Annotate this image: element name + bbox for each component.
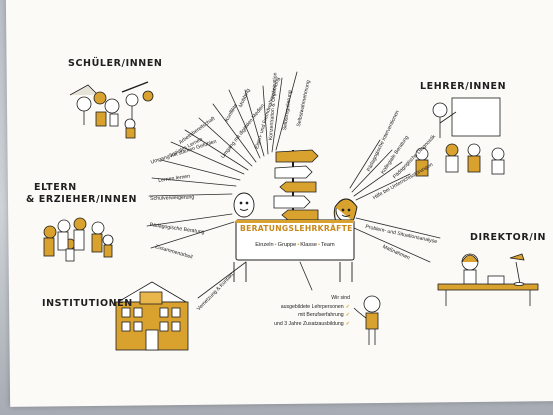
note-line: und 3 Jahre Zusatzausbildung bbox=[274, 320, 344, 327]
presenter-figure bbox=[353, 295, 381, 345]
students-illustration bbox=[69, 81, 154, 139]
check-icon: ✓ bbox=[345, 312, 350, 319]
heading-institutions: INSTITUTIONEN bbox=[42, 298, 133, 309]
note-line: Wir sind bbox=[331, 295, 350, 301]
counselor-figures bbox=[233, 192, 358, 282]
director-illustration bbox=[437, 253, 539, 306]
mode-label: Gruppe bbox=[277, 242, 297, 248]
banner-title: BERATUNGSLEHRKRÄFTE bbox=[240, 224, 353, 233]
check-icon: ✓ bbox=[345, 320, 350, 327]
heading-director: DIREKTOR/IN bbox=[470, 232, 547, 243]
teachers-illustration bbox=[415, 97, 505, 177]
heading-students: SCHÜLER/INNEN bbox=[68, 58, 163, 69]
mode-label: Team bbox=[321, 242, 335, 248]
note-line: ausgebildete Lehrpersonen bbox=[280, 303, 344, 310]
school-building-illustration bbox=[115, 281, 189, 351]
heading-parents-line1: ELTERN bbox=[34, 182, 77, 193]
heading-teachers: LEHRER/INNEN bbox=[420, 81, 507, 92]
banner-modes: Einzeln•Gruppe•Klasse•Team bbox=[255, 242, 335, 248]
check-icon: ✓ bbox=[345, 303, 350, 310]
mode-label: Klasse bbox=[300, 242, 318, 248]
note-line: mit Berufserfahrung bbox=[298, 312, 344, 319]
signpost-illustration bbox=[273, 149, 319, 228]
mode-label: Einzeln bbox=[255, 242, 274, 248]
qualification-note: Wir sind ausgebildete Lehrpersonen✓ mit … bbox=[250, 294, 350, 328]
parents-illustration bbox=[43, 217, 114, 262]
heading-parents-line2: & ERZIEHER/INNEN bbox=[26, 194, 138, 205]
